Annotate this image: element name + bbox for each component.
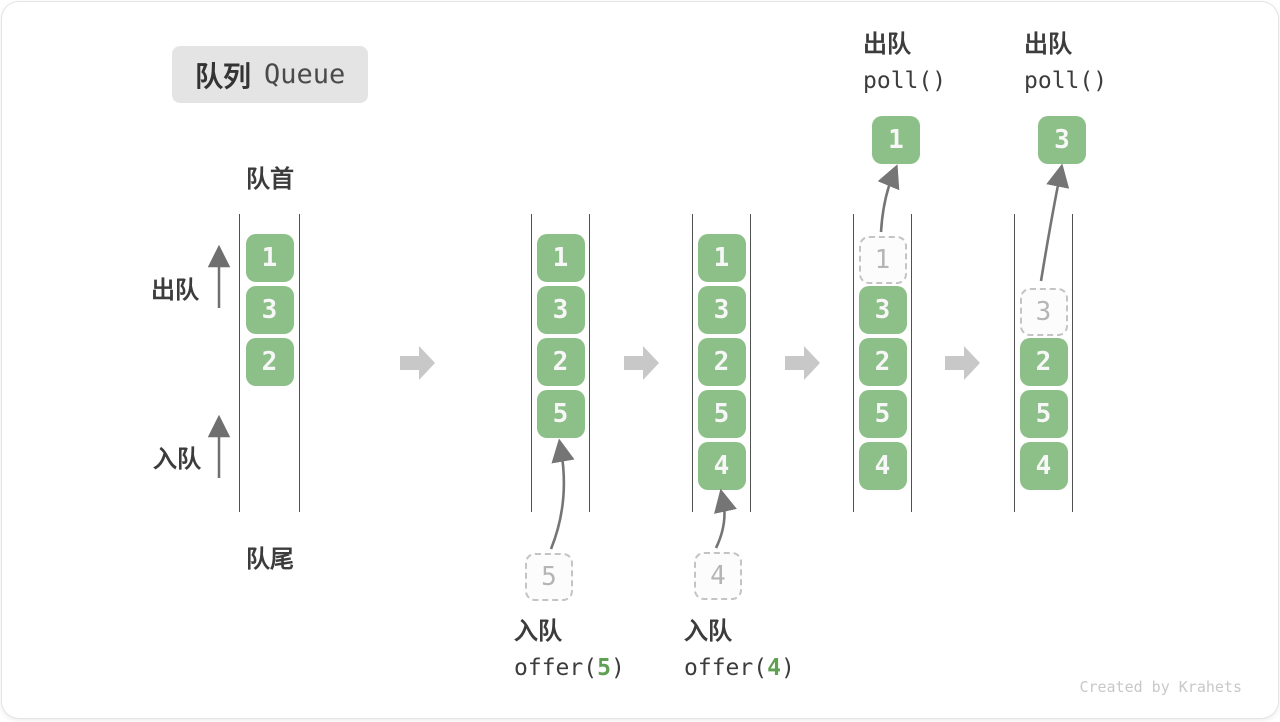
code-arg: 4 — [767, 655, 781, 681]
queue-cell: 5 — [1020, 390, 1068, 438]
label-queue-front: 队首 — [239, 159, 301, 194]
code-arg: 5 — [597, 655, 611, 681]
queue-state-3: 1 3 2 5 4 — [692, 214, 751, 512]
op-label-poll-1: 出队 poll() — [863, 33, 946, 93]
label-enqueue-direction: 入队 — [153, 439, 201, 474]
op-offer-4-zh: 入队 — [684, 620, 795, 644]
queue-state-2: 1 3 2 5 — [531, 214, 590, 512]
label-dequeue-direction: 出队 — [151, 270, 199, 305]
watermark: Created by Krahets — [1079, 678, 1242, 696]
queue-cell: 2 — [246, 338, 294, 386]
queue-state-1: 1 3 2 — [239, 214, 300, 512]
code-text: offer( — [684, 655, 767, 681]
queue-cell: 1 — [537, 234, 585, 282]
title-en: Queue — [264, 59, 345, 90]
op-offer-4-code: offer(4) — [684, 657, 795, 680]
queue-cell: 2 — [859, 338, 907, 386]
queue-cell: 5 — [698, 390, 746, 438]
block-arrow-4 — [945, 346, 980, 380]
op-label-poll-2: 出队 poll() — [1024, 33, 1107, 93]
op-offer-5-code: offer(5) — [514, 657, 625, 680]
queue-cell: 5 — [859, 390, 907, 438]
op-offer-5-zh: 入队 — [514, 620, 625, 644]
queue-cell: 2 — [1020, 338, 1068, 386]
removed-cell-poll-1: 1 — [859, 236, 907, 284]
op-poll-2-code: poll() — [1024, 70, 1107, 93]
label-queue-rear: 队尾 — [239, 539, 301, 574]
popped-cell-poll-2: 3 — [1038, 116, 1086, 164]
queue-cell: 2 — [698, 338, 746, 386]
popped-cell-poll-1: 1 — [872, 116, 920, 164]
op-poll-1-zh: 出队 — [863, 33, 946, 57]
queue-cell: 1 — [246, 234, 294, 282]
op-label-offer-5: 入队 offer(5) — [514, 620, 625, 680]
queue-cell: 3 — [246, 286, 294, 334]
block-arrow-1 — [400, 346, 435, 380]
op-label-offer-4: 入队 offer(4) — [684, 620, 795, 680]
queue-state-5: 3 2 5 4 — [1014, 214, 1073, 512]
op-poll-2-zh: 出队 — [1024, 33, 1107, 57]
removed-cell-poll-2: 3 — [1020, 288, 1068, 336]
incoming-cell-offer-5: 5 — [525, 553, 573, 601]
block-arrow-2 — [624, 346, 659, 380]
queue-cell: 3 — [537, 286, 585, 334]
queue-cell: 3 — [698, 286, 746, 334]
code-text: ) — [781, 655, 795, 681]
queue-cell: 4 — [859, 442, 907, 490]
queue-cell: 1 — [698, 234, 746, 282]
block-arrow-3 — [785, 346, 820, 380]
queue-state-4: 1 3 2 5 4 — [853, 214, 912, 512]
queue-cell: 5 — [537, 390, 585, 438]
queue-cell: 4 — [1020, 442, 1068, 490]
queue-cell: 2 — [537, 338, 585, 386]
title-box: 队列 Queue — [172, 46, 368, 103]
incoming-cell-offer-4: 4 — [694, 552, 742, 600]
queue-cell: 4 — [698, 442, 746, 490]
code-text: ) — [611, 655, 625, 681]
code-text: offer( — [514, 655, 597, 681]
op-poll-1-code: poll() — [863, 70, 946, 93]
title-zh: 队列 — [195, 55, 251, 95]
queue-cell: 3 — [859, 286, 907, 334]
